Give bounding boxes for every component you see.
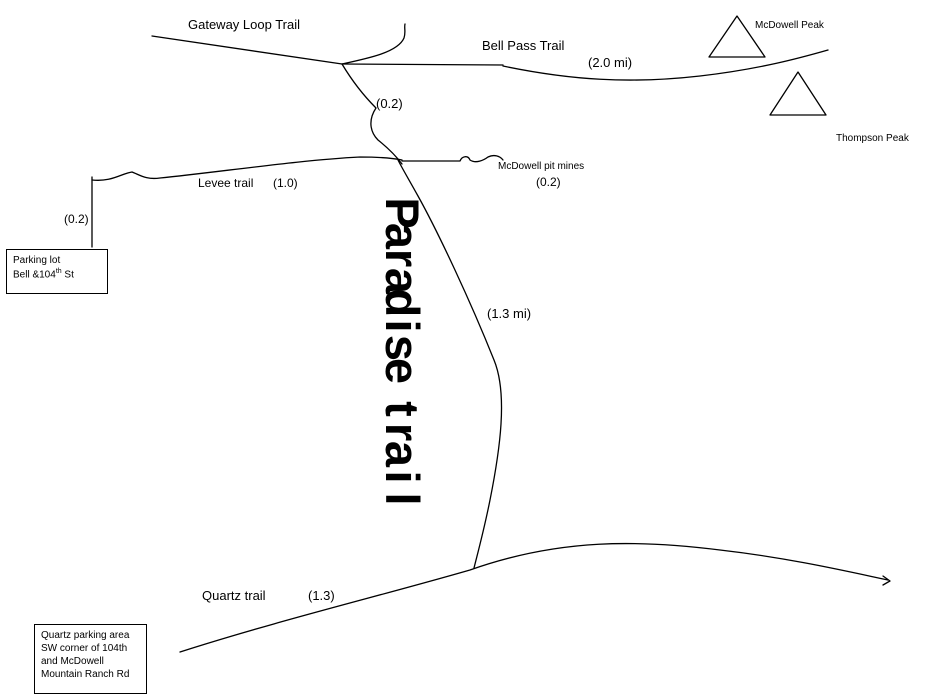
thompson-peak-icon (769, 71, 827, 116)
connector-distance-label: (0.2) (376, 96, 403, 111)
paradise-distance-label: (1.3 mi) (487, 306, 532, 321)
bell-pass-trail-label: Bell Pass Trail (482, 38, 565, 53)
gateway-loop-trail-branch-line (341, 23, 406, 65)
thompson-peak-label: Thompson Peak (836, 133, 909, 144)
bell-pass-trail-east-line (502, 49, 829, 81)
gateway-loop-trail-line (151, 35, 343, 65)
mcdowell-peak-label: McDowell Peak (755, 20, 824, 31)
levee-trail-label: Levee trail (198, 176, 254, 190)
quartz-trail-arrow (882, 575, 891, 586)
quartz-trail-line (179, 542, 889, 653)
levee-distance-label: (1.0) (273, 176, 298, 190)
mcdowell-peak-icon (708, 15, 766, 58)
quartz-parking-line-4: Mountain Ranch Rd (41, 669, 130, 680)
quartz-parking-line-2: SW corner of 104th (41, 643, 128, 654)
bell-parking-lot-box: Parking lot Bell &104th St (6, 249, 108, 294)
quartz-parking-line-1: Quartz parking area (41, 630, 130, 641)
quartz-parking-area-box: Quartz parking area SW corner of 104th a… (34, 624, 147, 694)
bell-pass-distance-label: (2.0 mi) (588, 55, 633, 70)
quartz-trail-label: Quartz trail (202, 588, 266, 603)
connector-trail-line (341, 63, 403, 165)
bell-parking-line-1: Parking lot (13, 255, 61, 266)
pit-mines-label: McDowell pit mines (498, 161, 585, 172)
levee-trail-line (91, 156, 403, 181)
paradise-trail-line (397, 159, 503, 569)
parking-spur-distance-label: (0.2) (64, 212, 89, 226)
pit-mines-trail-line (401, 154, 504, 163)
quartz-parking-line-3: and McDowell (41, 656, 104, 667)
quartz-distance-label: (1.3) (308, 588, 335, 603)
paradise-trail-letter: l (376, 492, 429, 506)
pit-mines-distance-label: (0.2) (536, 175, 561, 189)
bell-parking-line-2: Bell &104th St (13, 268, 74, 281)
gateway-loop-trail-label: Gateway Loop Trail (188, 17, 301, 32)
bell-pass-trail-west-line (341, 63, 504, 66)
